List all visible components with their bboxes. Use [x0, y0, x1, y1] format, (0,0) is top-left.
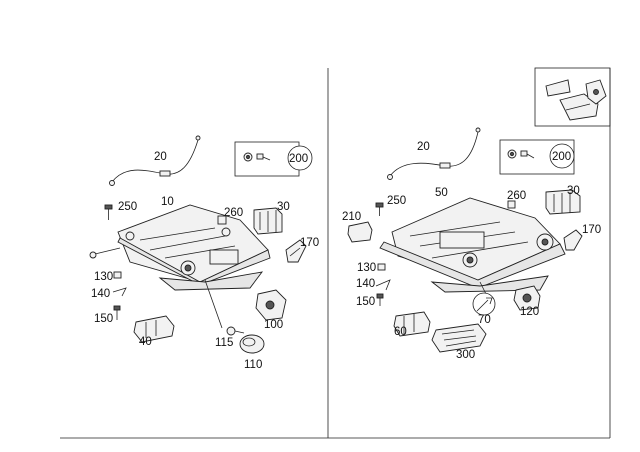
- callout-right-130: 130: [357, 262, 376, 274]
- nut-part-130-right: [377, 263, 386, 271]
- bolt-part-260: [217, 215, 227, 225]
- callout-left-140: 140: [91, 288, 110, 300]
- callout-right-170: 170: [582, 224, 601, 236]
- callout-right-250: 250: [387, 195, 406, 207]
- seat-frame-part-50: [379, 197, 566, 295]
- callout-right-140: 140: [356, 278, 375, 290]
- kit-box-200-right: [499, 139, 575, 175]
- bracket-part-30: [253, 207, 283, 235]
- nut-part-130: [113, 271, 122, 279]
- callout-right-210: 210: [342, 211, 361, 223]
- bracket-part-30-right: [545, 189, 581, 215]
- callout-right-50: 50: [435, 187, 448, 199]
- callout-left-260: 260: [224, 207, 243, 219]
- callout-left-150: 150: [94, 313, 113, 325]
- callout-right-260: 260: [507, 190, 526, 202]
- callout-left-100: 100: [264, 319, 283, 331]
- knob-part-110: [239, 334, 265, 354]
- screw-part-150: [113, 305, 121, 320]
- callout-right-200: 200: [552, 151, 571, 163]
- cable-part-20: [109, 135, 201, 186]
- control-unit-part-300: [431, 323, 487, 353]
- callout-left-30: 30: [277, 201, 290, 213]
- left-panel: 20 200 250 10 260 30 170 130 140 150 100…: [89, 135, 319, 371]
- motor-part-40: [133, 315, 175, 343]
- callout-left-170: 170: [300, 237, 319, 249]
- callout-right-300: 300: [456, 349, 475, 361]
- clip-part-140-right: [375, 279, 391, 291]
- callout-left-200: 200: [289, 153, 308, 165]
- motor-part-120: [513, 285, 541, 311]
- callout-left-250: 250: [118, 201, 137, 213]
- cover-part-170-right: [563, 229, 583, 251]
- callout-right-120: 120: [520, 306, 539, 318]
- frame: [60, 68, 611, 439]
- module-part-60: [393, 311, 431, 337]
- kit-box-200: [234, 141, 313, 177]
- callout-left-130: 130: [94, 271, 113, 283]
- callout-left-110: 110: [244, 359, 262, 371]
- tool-part-70: [472, 292, 496, 316]
- callout-left-115: 115: [215, 337, 233, 349]
- cover-part-210: [347, 221, 373, 243]
- callout-left-40: 40: [139, 336, 152, 348]
- clip-part-140: [112, 287, 127, 297]
- callout-right-30: 30: [567, 185, 580, 197]
- callout-left-20: 20: [154, 151, 167, 163]
- callout-left-10: 10: [161, 196, 174, 208]
- seat-frame-part-10: [89, 204, 271, 329]
- cable-part-20-right: [387, 127, 481, 180]
- screw-part-250: [104, 204, 113, 220]
- callout-right-70: 70: [478, 314, 491, 326]
- right-panel: 20 200 50 260 30 250 210 170 130 140 150…: [342, 67, 611, 361]
- callout-right-60: 60: [394, 326, 407, 338]
- callout-right-20: 20: [417, 141, 430, 153]
- screw-part-115: [226, 326, 245, 336]
- screw-part-150-right: [376, 293, 384, 306]
- inset-switch-view: [534, 67, 611, 127]
- housing-part-100: [255, 289, 287, 321]
- callout-right-150: 150: [356, 296, 375, 308]
- bolt-part-260-right: [507, 200, 516, 209]
- screw-part-250-right: [375, 202, 384, 216]
- cover-part-170: [285, 239, 307, 263]
